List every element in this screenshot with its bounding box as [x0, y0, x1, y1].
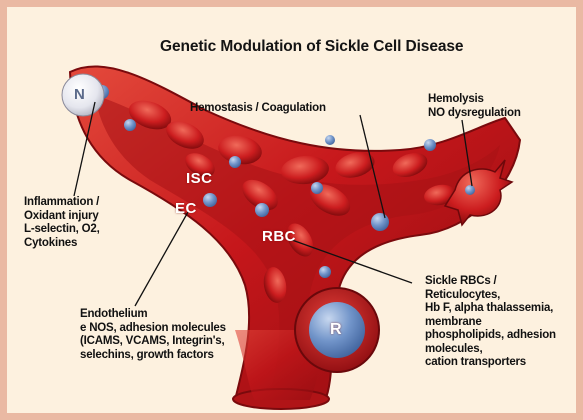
label-n: N: [74, 86, 85, 103]
inflammation-label: Inflammation / Oxidant injury L-selectin…: [24, 196, 100, 250]
hemolysis-label: Hemolysis NO dysregulation: [428, 93, 521, 120]
label-ec: EC: [175, 200, 197, 217]
figure-title: Genetic Modulation of Sickle Cell Diseas…: [160, 38, 463, 56]
sickle-rbc-label: Sickle RBCs / Reticulocytes, Hb F, alpha…: [425, 275, 556, 370]
label-rbc: RBC: [262, 228, 296, 245]
label-r: R: [330, 321, 342, 339]
hemostasis-label: Hemostasis / Coagulation: [190, 102, 326, 116]
endothelium-label: Endothelium e NOS, adhesion molecules (I…: [80, 308, 226, 362]
label-isc: ISC: [186, 170, 213, 187]
